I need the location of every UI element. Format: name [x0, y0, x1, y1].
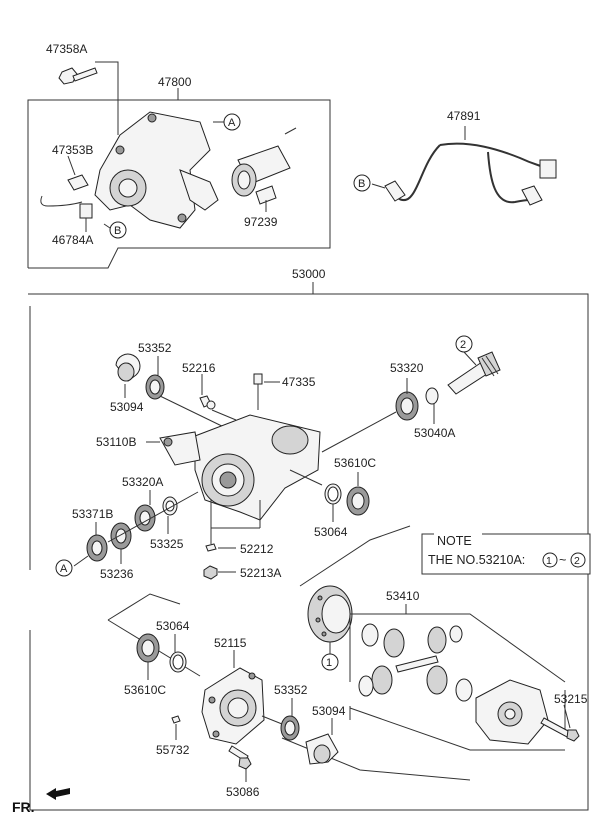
- label-53610C-bottom: 53610C: [124, 683, 166, 697]
- bearing-53371B: [86, 534, 108, 562]
- label-53320A: 53320A: [122, 475, 163, 489]
- label-53371B: 53371B: [72, 507, 113, 521]
- cap-53094-bottom: [305, 733, 339, 765]
- seal-53610C-right: [346, 486, 370, 516]
- svg-text:A: A: [228, 117, 236, 129]
- note-text: THE NO.53210A:: [428, 553, 525, 567]
- callout-b-right: B: [353, 174, 371, 192]
- bolt-53086: [228, 745, 252, 770]
- seal-53325: [162, 496, 178, 516]
- label-47800: 47800: [158, 75, 192, 89]
- svg-text:B: B: [358, 178, 365, 190]
- cover-52115: [201, 667, 265, 745]
- seal-53610C-bottom: [136, 633, 160, 663]
- actuator-motor-97239: [231, 127, 297, 212]
- label-53110B: 53110B: [96, 435, 136, 449]
- bolt-47358A: [58, 67, 98, 85]
- label-53236: 53236: [100, 567, 134, 581]
- shim-53040A: [425, 387, 439, 405]
- label-47891: 47891: [447, 109, 481, 123]
- label-53094-bottom: 53094: [312, 704, 346, 718]
- label-53094-top: 53094: [110, 400, 144, 414]
- front-arrow-icon: [46, 788, 70, 800]
- bolt-47335: [253, 373, 263, 410]
- bolt-53215: [540, 717, 580, 742]
- label-53325: 53325: [150, 537, 184, 551]
- svg-text:1: 1: [546, 555, 552, 567]
- label-53064-right: 53064: [314, 525, 348, 539]
- pin-52212: [205, 543, 217, 552]
- svg-text:2: 2: [460, 339, 466, 351]
- svg-text:2: 2: [574, 555, 580, 567]
- pin-55732: [171, 715, 181, 724]
- oring-53064-right: [324, 483, 342, 505]
- callout-1: 1: [321, 653, 339, 671]
- label-47353B: 47353B: [52, 143, 93, 157]
- seal-53352-top: [145, 374, 165, 400]
- sensor-47353B: [67, 155, 89, 191]
- seal-53236: [110, 522, 132, 550]
- label-52213A: 52213A: [240, 566, 281, 580]
- cap-53094-top: [115, 353, 141, 382]
- note-title: NOTE: [437, 534, 472, 548]
- svg-text:B: B: [114, 225, 121, 237]
- svg-text:1: 1: [326, 657, 332, 669]
- breather-52216: [199, 395, 216, 410]
- callout-a-top: A: [223, 113, 241, 131]
- front-label: FR.: [12, 799, 35, 815]
- label-52212: 52212: [240, 542, 274, 556]
- plug-52213A: [203, 565, 218, 580]
- label-53352-bottom: 53352: [274, 683, 308, 697]
- callout-a-main: A: [55, 559, 73, 577]
- label-52216: 52216: [182, 361, 216, 375]
- label-53215: 53215: [554, 692, 588, 706]
- differential-gears: [358, 623, 473, 702]
- callout-2: 2: [455, 335, 473, 353]
- svg-text:~: ~: [559, 553, 566, 567]
- carrier-housing: [159, 414, 321, 521]
- label-97239: 97239: [244, 215, 278, 229]
- sensor-46784A: [40, 195, 93, 232]
- front-direction-marker: FR.: [12, 788, 70, 815]
- label-53040A: 53040A: [414, 426, 455, 440]
- label-53610C-right: 53610C: [334, 456, 376, 470]
- svg-text:A: A: [60, 563, 68, 575]
- label-53320: 53320: [390, 361, 424, 375]
- oring-53064-bottom: [169, 651, 187, 673]
- label-53352-top: 53352: [138, 341, 172, 355]
- ring-gear: [307, 585, 353, 643]
- pinion-gear: [447, 351, 501, 395]
- label-47358A: 47358A: [46, 42, 87, 56]
- seal-53352-bottom: [280, 715, 300, 741]
- label-53086: 53086: [226, 785, 260, 799]
- label-52115: 52115: [214, 636, 247, 650]
- actuator-group: [27, 61, 331, 269]
- callout-b-top: B: [109, 221, 127, 239]
- label-53064-bottom: 53064: [156, 619, 190, 633]
- label-47335: 47335: [282, 375, 316, 389]
- note-box: NOTE THE NO.53210A: 1 ~ 2: [421, 528, 591, 575]
- actuator-housing: [94, 111, 219, 229]
- label-55732: 55732: [156, 743, 190, 757]
- label-53000: 53000: [292, 267, 326, 281]
- label-46784A: 46784A: [52, 233, 93, 247]
- bearing-53320: [395, 391, 419, 421]
- label-53410: 53410: [386, 589, 420, 603]
- wiring-harness-47891: [371, 126, 557, 206]
- differential-case: [475, 679, 549, 745]
